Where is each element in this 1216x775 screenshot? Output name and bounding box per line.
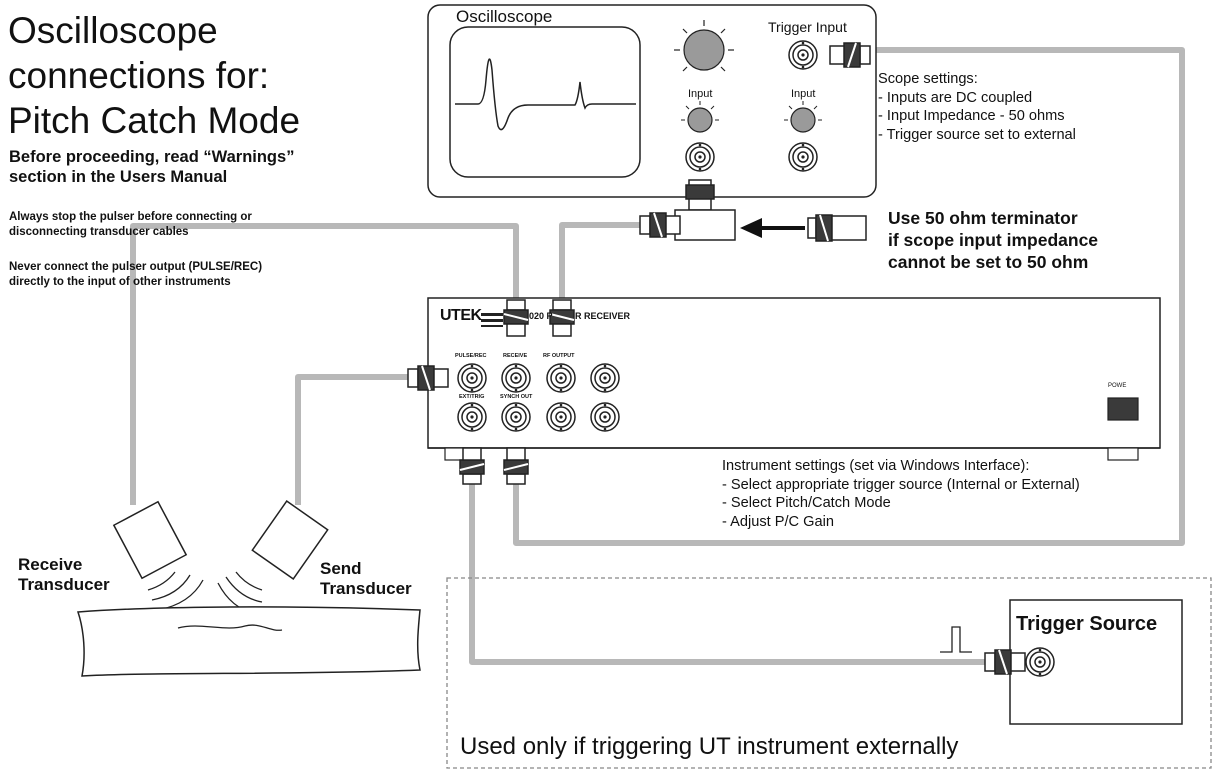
trigger-input-label: Trigger Input	[768, 19, 847, 35]
send-label-line-1: Send	[320, 559, 362, 578]
external-trigger-note: Used only if triggering UT instrument ex…	[460, 733, 959, 760]
power-button	[1107, 397, 1139, 421]
scope-input-knob-2	[784, 101, 822, 133]
jack-rf-output	[546, 363, 576, 393]
input-label-1: Input	[688, 88, 713, 100]
terminator-arrow	[740, 218, 805, 238]
instrument-brand: UTEK	[440, 307, 482, 324]
plug-rf-output	[549, 299, 575, 337]
port-label-rf-output: RF OUTPUT	[543, 353, 575, 359]
plug-ext-trig	[459, 447, 485, 485]
oscilloscope	[427, 4, 877, 198]
cable-trigger-to-synch	[513, 47, 1185, 546]
plug-pulse-rec	[407, 365, 449, 391]
title-line-1: Oscilloscope	[8, 10, 218, 51]
warning-1: Always stop the pulser before connecting…	[9, 210, 252, 240]
intro-line-1: Before proceeding, read “Warnings”	[9, 148, 295, 166]
intro-line-2: section in the Users Manual	[9, 168, 228, 186]
trigger-input-plug	[829, 42, 871, 68]
oscilloscope-title: Oscilloscope	[456, 7, 553, 26]
cable-send-transducer	[295, 374, 408, 505]
receive-label-line-1: Receive	[18, 555, 83, 574]
tee-adapter	[639, 179, 736, 241]
jack-receive	[501, 363, 531, 393]
plug-receive	[503, 299, 529, 337]
warning-1-line-1: Always stop the pulser before connecting…	[9, 211, 252, 223]
pulser-receiver	[427, 297, 1161, 461]
scope-screen	[449, 26, 641, 178]
scope-settings-heading: Scope settings:	[878, 71, 978, 87]
power-label: POWE	[1108, 383, 1127, 389]
page-title: Oscilloscope connections for: Pitch Catc…	[8, 8, 300, 143]
scope-setting-item: - Trigger source set to external	[878, 126, 1076, 143]
instrument-setting-item: - Select appropriate trigger source (Int…	[722, 476, 1080, 493]
plug-synch-out	[503, 447, 529, 485]
terminator-plug	[807, 214, 867, 242]
cable-tee-to-rf	[559, 222, 640, 300]
pulse-symbol	[940, 626, 972, 653]
cable-ext-trig-to-source	[469, 470, 985, 665]
specimen-block	[76, 606, 421, 677]
scope-input-jack-2	[788, 142, 818, 172]
terminator-note: Use 50 ohm terminator if scope input imp…	[888, 207, 1098, 273]
input-label-2: Input	[791, 88, 816, 100]
terminator-note-line-2: if scope input impedance	[888, 230, 1099, 250]
receive-transducer	[112, 500, 188, 580]
scope-input-jack-1	[685, 142, 715, 172]
instrument-setting-item: - Adjust P/C Gain	[722, 513, 834, 530]
send-transducer	[251, 500, 329, 580]
jack-spare-1	[590, 363, 620, 393]
port-label-receive: RECEIVE	[503, 353, 528, 359]
jack-pulse-rec	[457, 363, 487, 393]
terminator-note-line-1: Use 50 ohm terminator	[888, 208, 1078, 228]
port-label-pulse-rec: PULSE/REC	[455, 353, 487, 359]
receive-transducer-label: Receive Transducer	[18, 555, 110, 595]
scope-settings: Scope settings: - Inputs are DC coupled …	[878, 70, 1076, 144]
instrument-model-2: R RECEIVER	[575, 311, 631, 321]
external-trigger-box	[446, 577, 1212, 769]
title-line-3: Pitch Catch Mode	[8, 100, 301, 141]
scope-setting-item: - Input Impedance - 50 ohms	[878, 108, 1065, 124]
warning-1-line-2: disconnecting transducer cables	[9, 226, 189, 238]
jack-ext-trig	[457, 402, 487, 432]
receive-label-line-2: Transducer	[18, 575, 110, 594]
scope-trigger-jack	[788, 40, 818, 70]
cables	[130, 47, 1185, 665]
title-line-2: connections for:	[8, 55, 270, 96]
instrument-settings: Instrument settings (set via Windows Int…	[722, 457, 1080, 531]
trigger-source-plug	[984, 649, 1026, 675]
port-label-ext-trig: EXT/TRIG	[459, 394, 485, 400]
cable-receive-transducer	[130, 223, 519, 505]
scope-waveform	[455, 58, 636, 131]
port-label-synch-out: SYNCH OUT	[500, 394, 533, 400]
terminator-note-line-3: cannot be set to 50 ohm	[888, 252, 1089, 272]
jack-spare-3	[590, 402, 620, 432]
warning-2-line-1: Never connect the pulser output (PULSE/R…	[9, 261, 263, 273]
jack-synch-out	[501, 402, 531, 432]
instrument-model-1: 020 P	[529, 311, 553, 321]
intro-note: Before proceeding, read “Warnings” secti…	[9, 147, 294, 187]
scope-setting-item: - Inputs are DC coupled	[878, 89, 1033, 106]
scope-large-knob	[674, 20, 734, 72]
jack-spare-2	[546, 402, 576, 432]
warning-2: Never connect the pulser output (PULSE/R…	[9, 260, 262, 290]
scope-input-knob-1	[681, 101, 719, 133]
send-transducer-label: Send Transducer	[320, 559, 412, 599]
instrument-setting-item: - Select Pitch/Catch Mode	[722, 495, 891, 511]
send-label-line-2: Transducer	[320, 579, 412, 598]
trigger-source-jack	[1025, 647, 1055, 677]
instrument-settings-heading: Instrument settings (set via Windows Int…	[722, 458, 1030, 474]
trigger-source-title: Trigger Source	[1016, 613, 1158, 635]
warning-2-line-2: directly to the input of other instrumen…	[9, 276, 231, 288]
